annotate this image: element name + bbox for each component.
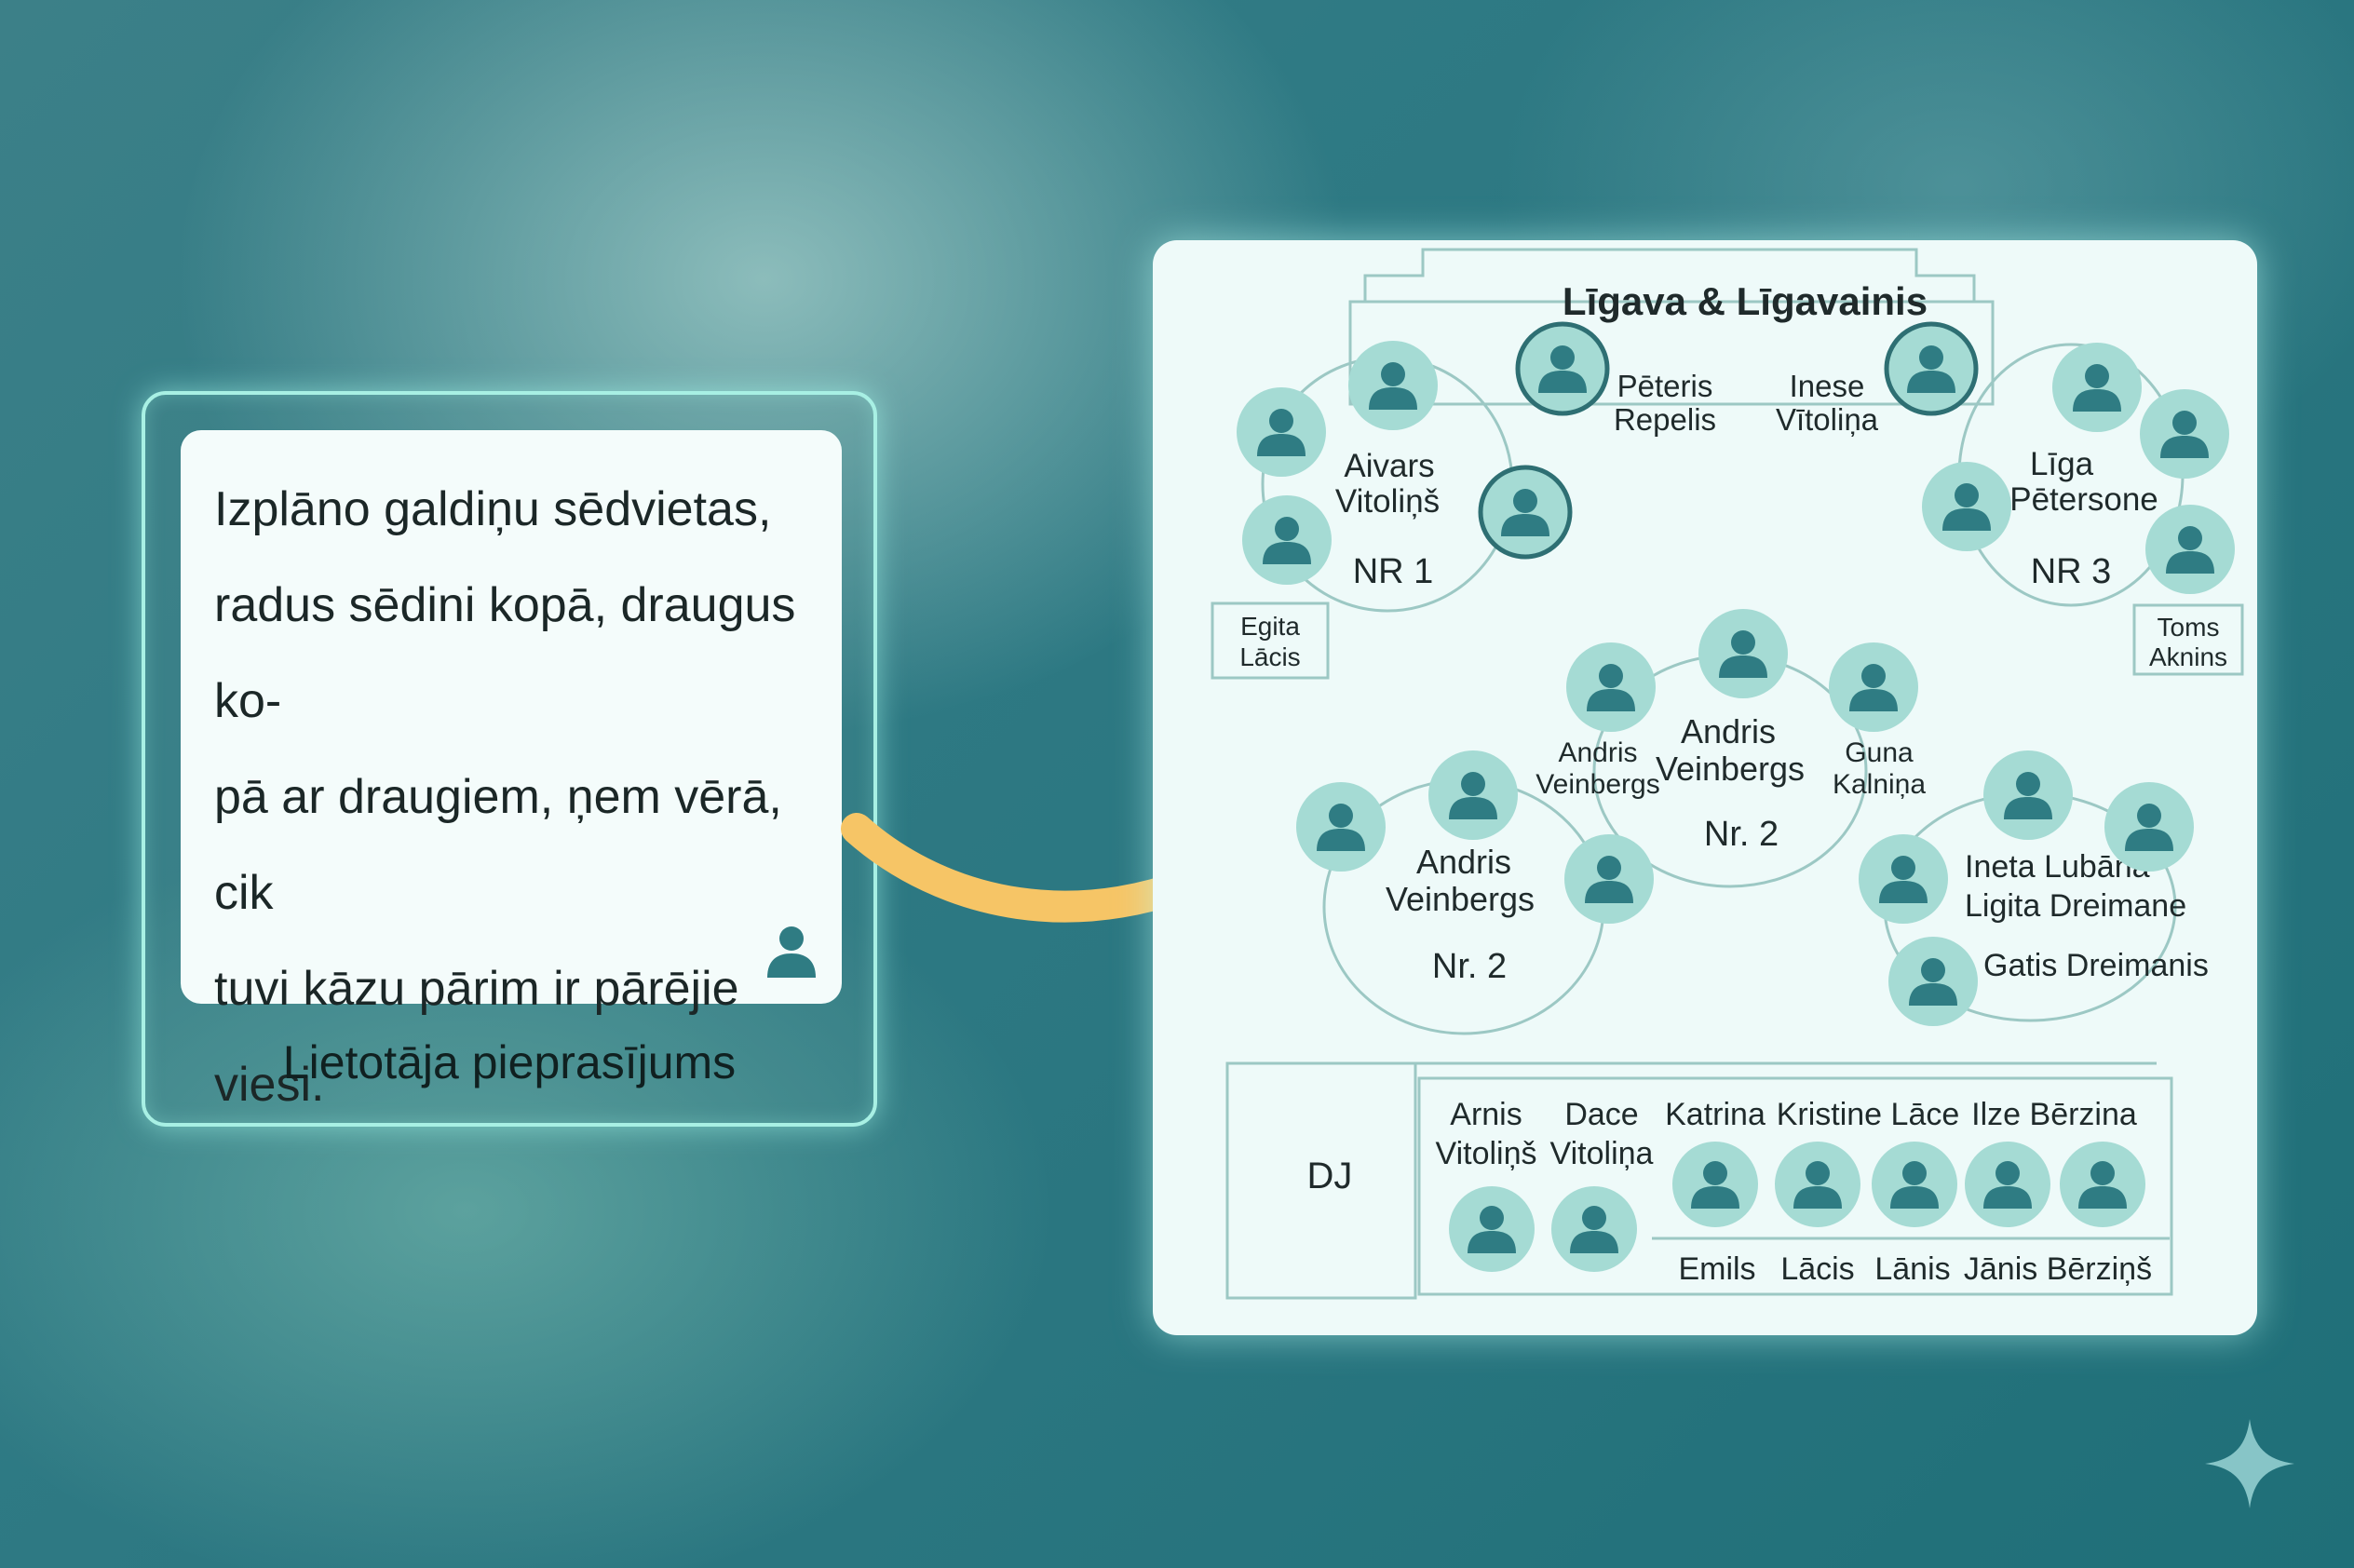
avatar — [1449, 1186, 1535, 1272]
guest-first-name: Andris — [1558, 737, 1637, 768]
avatar — [1884, 321, 1979, 416]
avatar — [1888, 937, 1978, 1026]
avatar — [1296, 782, 1386, 872]
guest-first-name: Andris — [1416, 843, 1511, 881]
seating-diagram: Līgava & Līgavainis Pēteris Repelis Ines… — [1211, 248, 2244, 1300]
guest-last-name: Veinbergs — [1386, 880, 1535, 918]
table-label: NR 3 — [2031, 552, 2112, 591]
table-nr-1: Egita Lācis Aivars Vitoliņš NR 1 — [1211, 341, 1573, 680]
avatar — [1965, 1142, 2050, 1227]
side-guest-first-name: Egita — [1240, 612, 1300, 641]
avatar — [1672, 1142, 1758, 1227]
dj-label: DJ — [1307, 1156, 1353, 1196]
guest-name: Jānis Bērziņš — [1964, 1251, 2152, 1287]
head-table: Līgava & Līgavainis Pēteris Repelis Ines… — [1348, 248, 1995, 437]
guest-last-name: Kalniņa — [1833, 769, 1926, 800]
guest-last-name: Pētersone — [2009, 481, 2158, 518]
avatar — [1348, 341, 1438, 430]
guest-name: Lācis — [1780, 1251, 1854, 1287]
request-text: Izplāno galdiņu sēdvietas, radus sēdini … — [214, 462, 808, 1133]
table-nr-2-center: Andris Veinbergs Andris Veinbergs Guna K… — [1536, 609, 1926, 888]
avatar — [2052, 343, 2142, 432]
user-request-panel: Izplāno galdiņu sēdvietas, radus sēdini … — [142, 391, 877, 1127]
request-card: Izplāno galdiņu sēdvietas, radus sēdini … — [181, 430, 842, 1112]
request-line-2: radus sēdini kopā, draugus ko- — [214, 578, 796, 728]
side-guest-last-name: Lācis — [1239, 642, 1300, 671]
avatar — [1566, 642, 1656, 732]
guest-first-name: Andris — [1681, 712, 1776, 750]
guest-last-name: Vitoliņš — [1335, 483, 1440, 520]
avatar — [1428, 750, 1518, 840]
bride-first-name: Inese — [1790, 369, 1865, 403]
sparkle-icon — [2205, 1419, 2294, 1508]
table-label: NR 1 — [1353, 552, 1434, 591]
guest-first-name: Līga — [2030, 446, 2094, 482]
dj-area: DJ Arnis Vitoliņš Dace Vitoliņa Katrina … — [1225, 1061, 2173, 1300]
avatar — [1515, 321, 1610, 416]
avatar — [1564, 834, 1654, 924]
side-guest-last-name: Aknins — [2149, 642, 2227, 671]
seating-plan-panel: Līgava & Līgavainis Pēteris Repelis Ines… — [1153, 240, 2257, 1335]
user-icon — [767, 926, 816, 978]
guest-first-name: Guna — [1845, 737, 1914, 768]
groom-last-name: Repelis — [1614, 402, 1716, 437]
avatar — [1242, 495, 1332, 585]
avatar — [1478, 465, 1573, 560]
request-line-4: tuvi kāzu pārim ir pārējie viesi. — [214, 962, 739, 1112]
avatar — [2060, 1142, 2145, 1227]
avatar — [1551, 1186, 1637, 1272]
avatar — [1829, 642, 1918, 732]
guest-last-name: Veinbergs — [1656, 750, 1805, 788]
request-caption: Lietotāja pieprasījums — [282, 1036, 737, 1088]
avatar — [1775, 1142, 1860, 1227]
table-label: Nr. 2 — [1704, 815, 1779, 854]
avatar — [1983, 750, 2073, 840]
guest-first-name: Dace — [1564, 1097, 1638, 1132]
guest-last-name: Vitoliņa — [1550, 1136, 1654, 1171]
table-right: Ineta Lubāna Ligita Dreimane Gatis Dreim… — [1859, 750, 2209, 1026]
request-line-1: Izplāno galdiņu sēdvietas, — [214, 482, 772, 536]
guest-last-name: Vitoliņš — [1436, 1136, 1537, 1171]
table-nr-3: Toms Aknins Līga Pētersone NR 3 — [1922, 343, 2244, 676]
request-line-3: pā ar draugiem, ņem vērā, cik — [214, 770, 782, 920]
guest-name: Lānis — [1874, 1251, 1950, 1287]
avatar — [2140, 389, 2229, 479]
guest-name: Gatis Dreimanis — [1983, 948, 2209, 983]
table-label: Nr. 2 — [1432, 947, 1507, 986]
groom-first-name: Pēteris — [1617, 369, 1713, 403]
guest-name: Emils — [1678, 1251, 1755, 1287]
guest-name: Ilze Bērzina — [1971, 1097, 2137, 1132]
avatar — [1922, 462, 2011, 551]
table-nr-2-left: Andris Veinbergs Nr. 2 — [1296, 750, 1654, 1035]
guest-last-name: Veinbergs — [1536, 769, 1659, 800]
bride-last-name: Vītoliņa — [1776, 402, 1879, 437]
avatar — [1859, 834, 1948, 924]
avatar — [1237, 387, 1326, 477]
avatar — [2104, 782, 2194, 872]
guest-first-name: Aivars — [1344, 448, 1434, 484]
guest-first-name: Arnis — [1450, 1097, 1522, 1132]
avatar — [1872, 1142, 1957, 1227]
guest-name: Katrina — [1665, 1097, 1766, 1132]
avatar — [1698, 609, 1788, 698]
guest-name: Kristine Lāce — [1777, 1097, 1960, 1132]
head-table-title: Līgava & Līgavainis — [1563, 279, 1928, 323]
avatar — [2145, 505, 2235, 594]
guest-name: Ligita Dreimane — [1965, 888, 2186, 924]
side-guest-first-name: Toms — [2158, 613, 2220, 642]
